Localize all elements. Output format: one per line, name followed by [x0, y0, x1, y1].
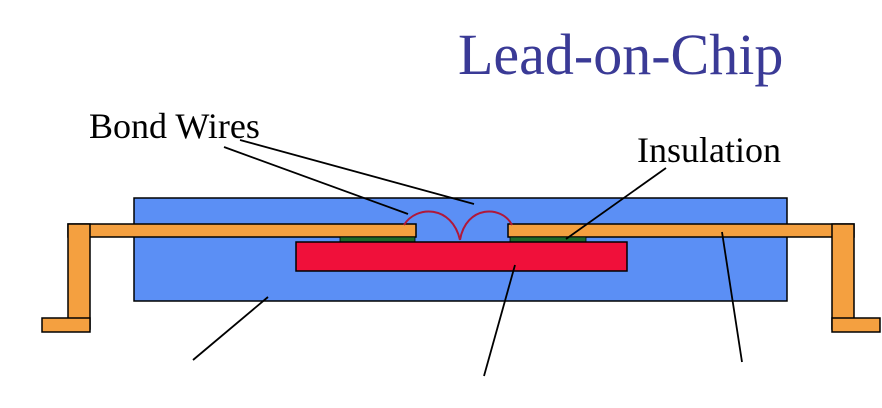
- right-lead-leg: [831, 223, 855, 330]
- right-lead-inner: [507, 223, 855, 238]
- leader-die: [483, 264, 516, 377]
- die: [295, 241, 628, 272]
- leader-bond-wires-2: [239, 139, 475, 205]
- leader-bond-wires-1: [223, 146, 409, 215]
- left-lead-leg: [67, 223, 91, 330]
- leader-lead-frame: [721, 231, 743, 363]
- left-lead-inner: [67, 223, 417, 238]
- left-lead-foot: [41, 317, 91, 333]
- leader-insulation: [565, 167, 667, 240]
- right-lead-foot: [831, 317, 881, 333]
- bond-wire-left: [403, 210, 461, 241]
- label-insulation: Insulation: [637, 130, 781, 170]
- leader-package-body: [192, 296, 269, 361]
- label-bond-wires: Bond Wires: [89, 106, 260, 146]
- bond-wire-right: [459, 210, 513, 241]
- diagram-title: Lead-on-Chip: [458, 22, 783, 87]
